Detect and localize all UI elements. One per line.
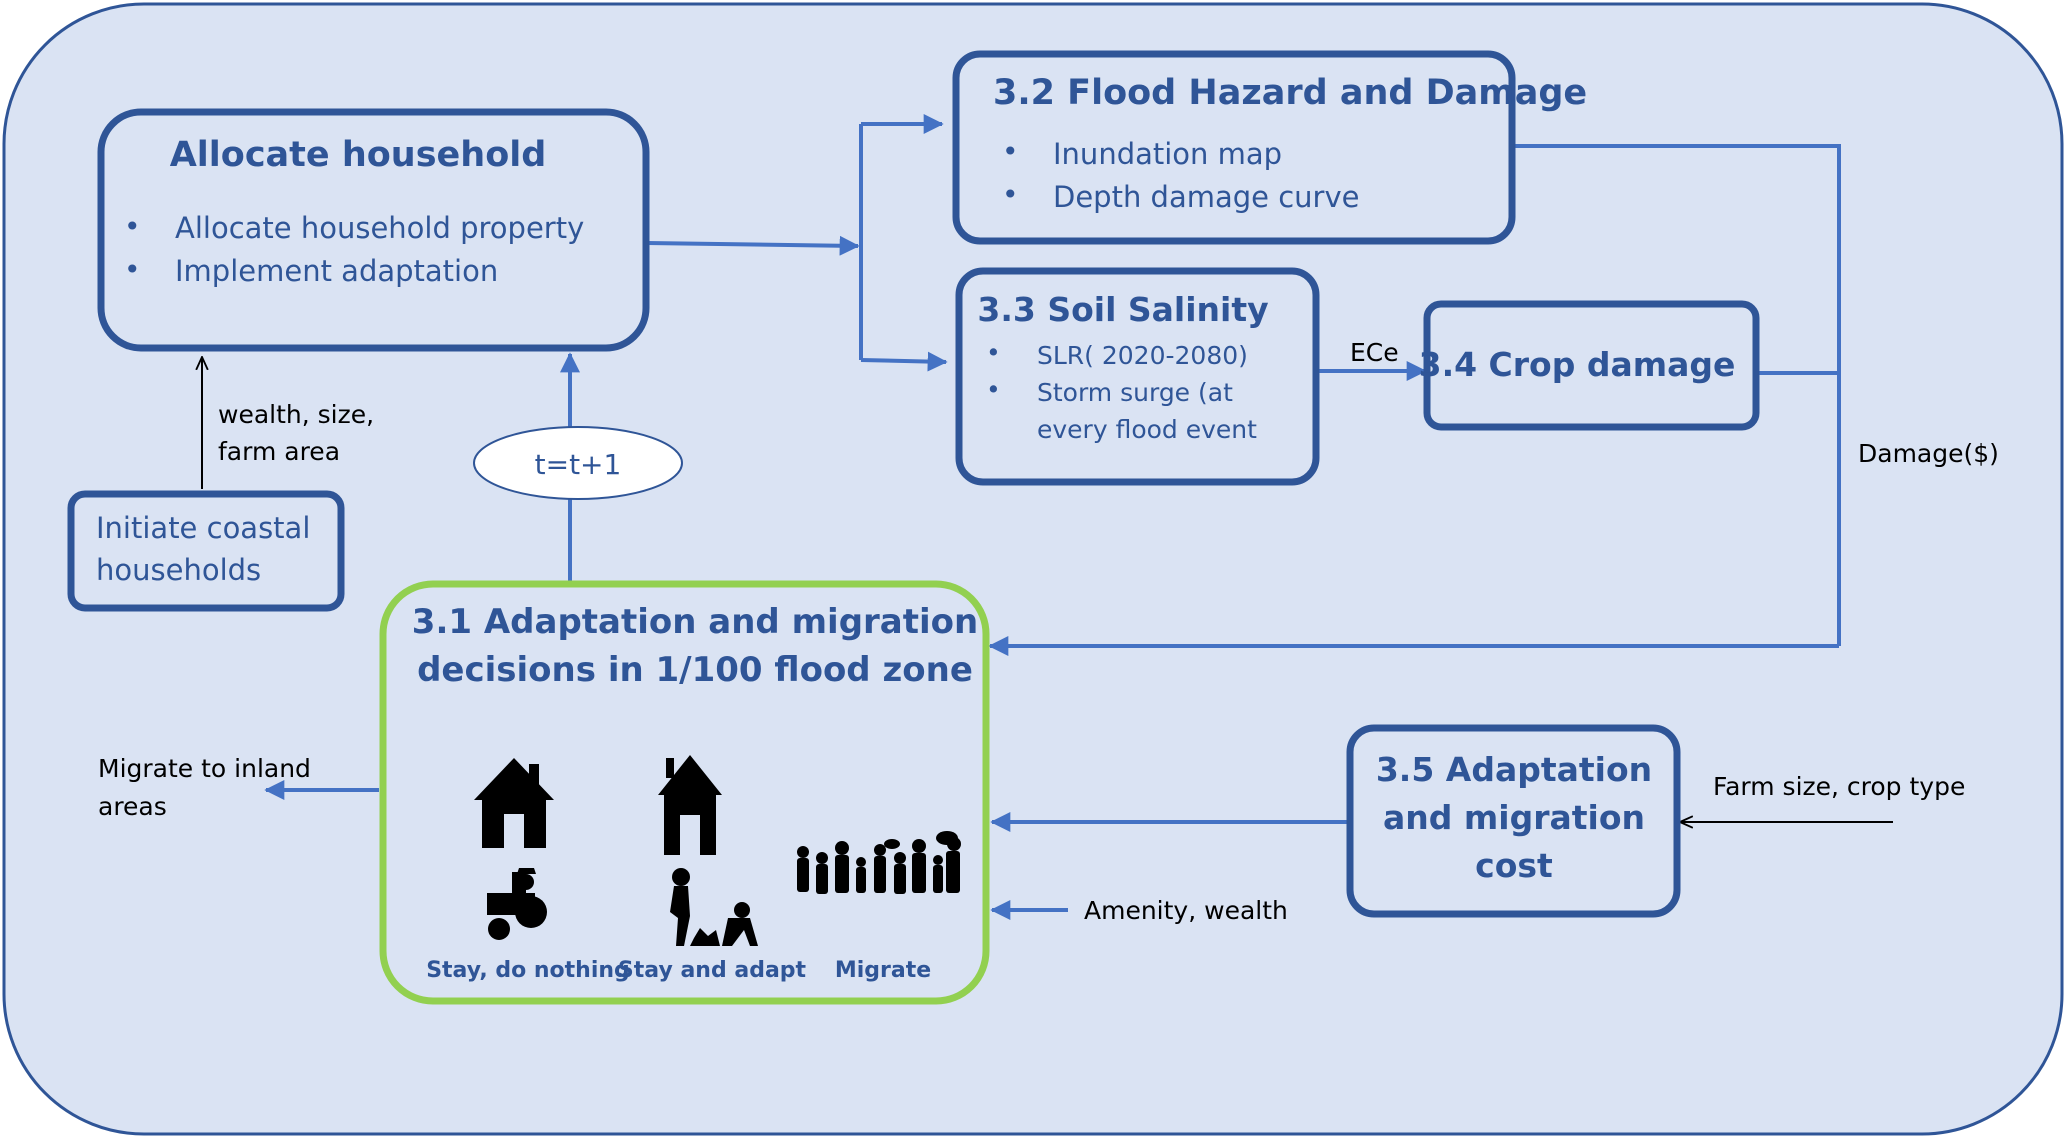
bullet-dot: • (986, 338, 1001, 367)
flood-to-damage-line (1515, 144, 1841, 646)
salinity-bullet-cont: every flood event (1037, 415, 1257, 444)
soil-salinity-box: 3.3 Soil Salinity • SLR( 2020-2080) • St… (955, 267, 1320, 486)
time-step-node: t=t+1 (473, 426, 683, 500)
initiate-line: households (96, 553, 261, 587)
init-to-allocate-label: farm area (218, 437, 340, 466)
decision-title-line: 3.1 Adaptation and migration (412, 602, 978, 642)
init-to-allocate-label: wealth, size, (218, 400, 374, 429)
damage-label: Damage($) (1858, 439, 1999, 468)
crop-damage-box: 3.4 Crop damage (1419, 300, 1760, 431)
ece-label: ECe (1350, 338, 1399, 367)
salinity-title: 3.3 Soil Salinity (977, 290, 1268, 329)
salinity-bullet: Storm surge (at (1037, 378, 1233, 407)
connectors (264, 114, 1841, 920)
cost-title-line: cost (1475, 846, 1553, 885)
amenity-label: Amenity, wealth (1084, 896, 1288, 925)
bullet-dot: • (124, 210, 141, 243)
cost-box: 3.5 Adaptation and migration cost (1346, 724, 1681, 918)
initiate-line: Initiate coastal (96, 511, 310, 545)
time-step-label: t=t+1 (535, 448, 622, 481)
salinity-bullet: SLR( 2020-2080) (1037, 341, 1248, 370)
allocate-title: Allocate household (170, 135, 547, 175)
migrate-inland-label: areas (98, 792, 167, 821)
bullet-dot: • (124, 253, 141, 286)
bullet-dot: • (986, 375, 1001, 404)
farmer-tractor-icon (487, 868, 547, 940)
option-migrate: Migrate (835, 958, 931, 983)
migrate-inland-label: Migrate to inland (98, 754, 311, 783)
decision-box: 3.1 Adaptation and migration decisions i… (379, 580, 990, 1005)
flood-bullet: Depth damage curve (1053, 180, 1359, 214)
narrow-house-icon (658, 755, 722, 855)
allocate-bullet: Allocate household property (175, 211, 584, 245)
bullet-dot: • (1002, 178, 1019, 211)
migrating-crowd-icon (797, 831, 961, 894)
cost-title-line: and migration (1383, 798, 1645, 837)
allocate-bullet: Implement adaptation (175, 254, 498, 288)
option-stay-adapt: Stay and adapt (618, 958, 807, 983)
allocate-household-box: Allocate household • Allocate household … (97, 108, 650, 352)
bullet-dot: • (1002, 135, 1019, 168)
split-to-salinity-arrow (860, 351, 948, 372)
initiate-households-box: Initiate coastal households (67, 490, 345, 612)
house-icon (474, 758, 554, 848)
black-connectors (202, 357, 1893, 822)
option-stay-nothing: Stay, do nothing (426, 958, 630, 983)
flood-hazard-box: 3.2 Flood Hazard and Damage • Inundation… (952, 50, 1587, 245)
allocate-to-split-arrow (646, 235, 860, 256)
flood-title: 3.2 Flood Hazard and Damage (993, 73, 1587, 113)
decision-title-line: decisions in 1/100 flood zone (417, 650, 973, 690)
cost-title-line: 3.5 Adaptation (1376, 750, 1652, 789)
flood-bullet: Inundation map (1053, 137, 1282, 171)
crop-title: 3.4 Crop damage (1419, 345, 1736, 384)
planting-people-icon (670, 868, 758, 946)
farm-size-label: Farm size, crop type (1713, 772, 1965, 801)
